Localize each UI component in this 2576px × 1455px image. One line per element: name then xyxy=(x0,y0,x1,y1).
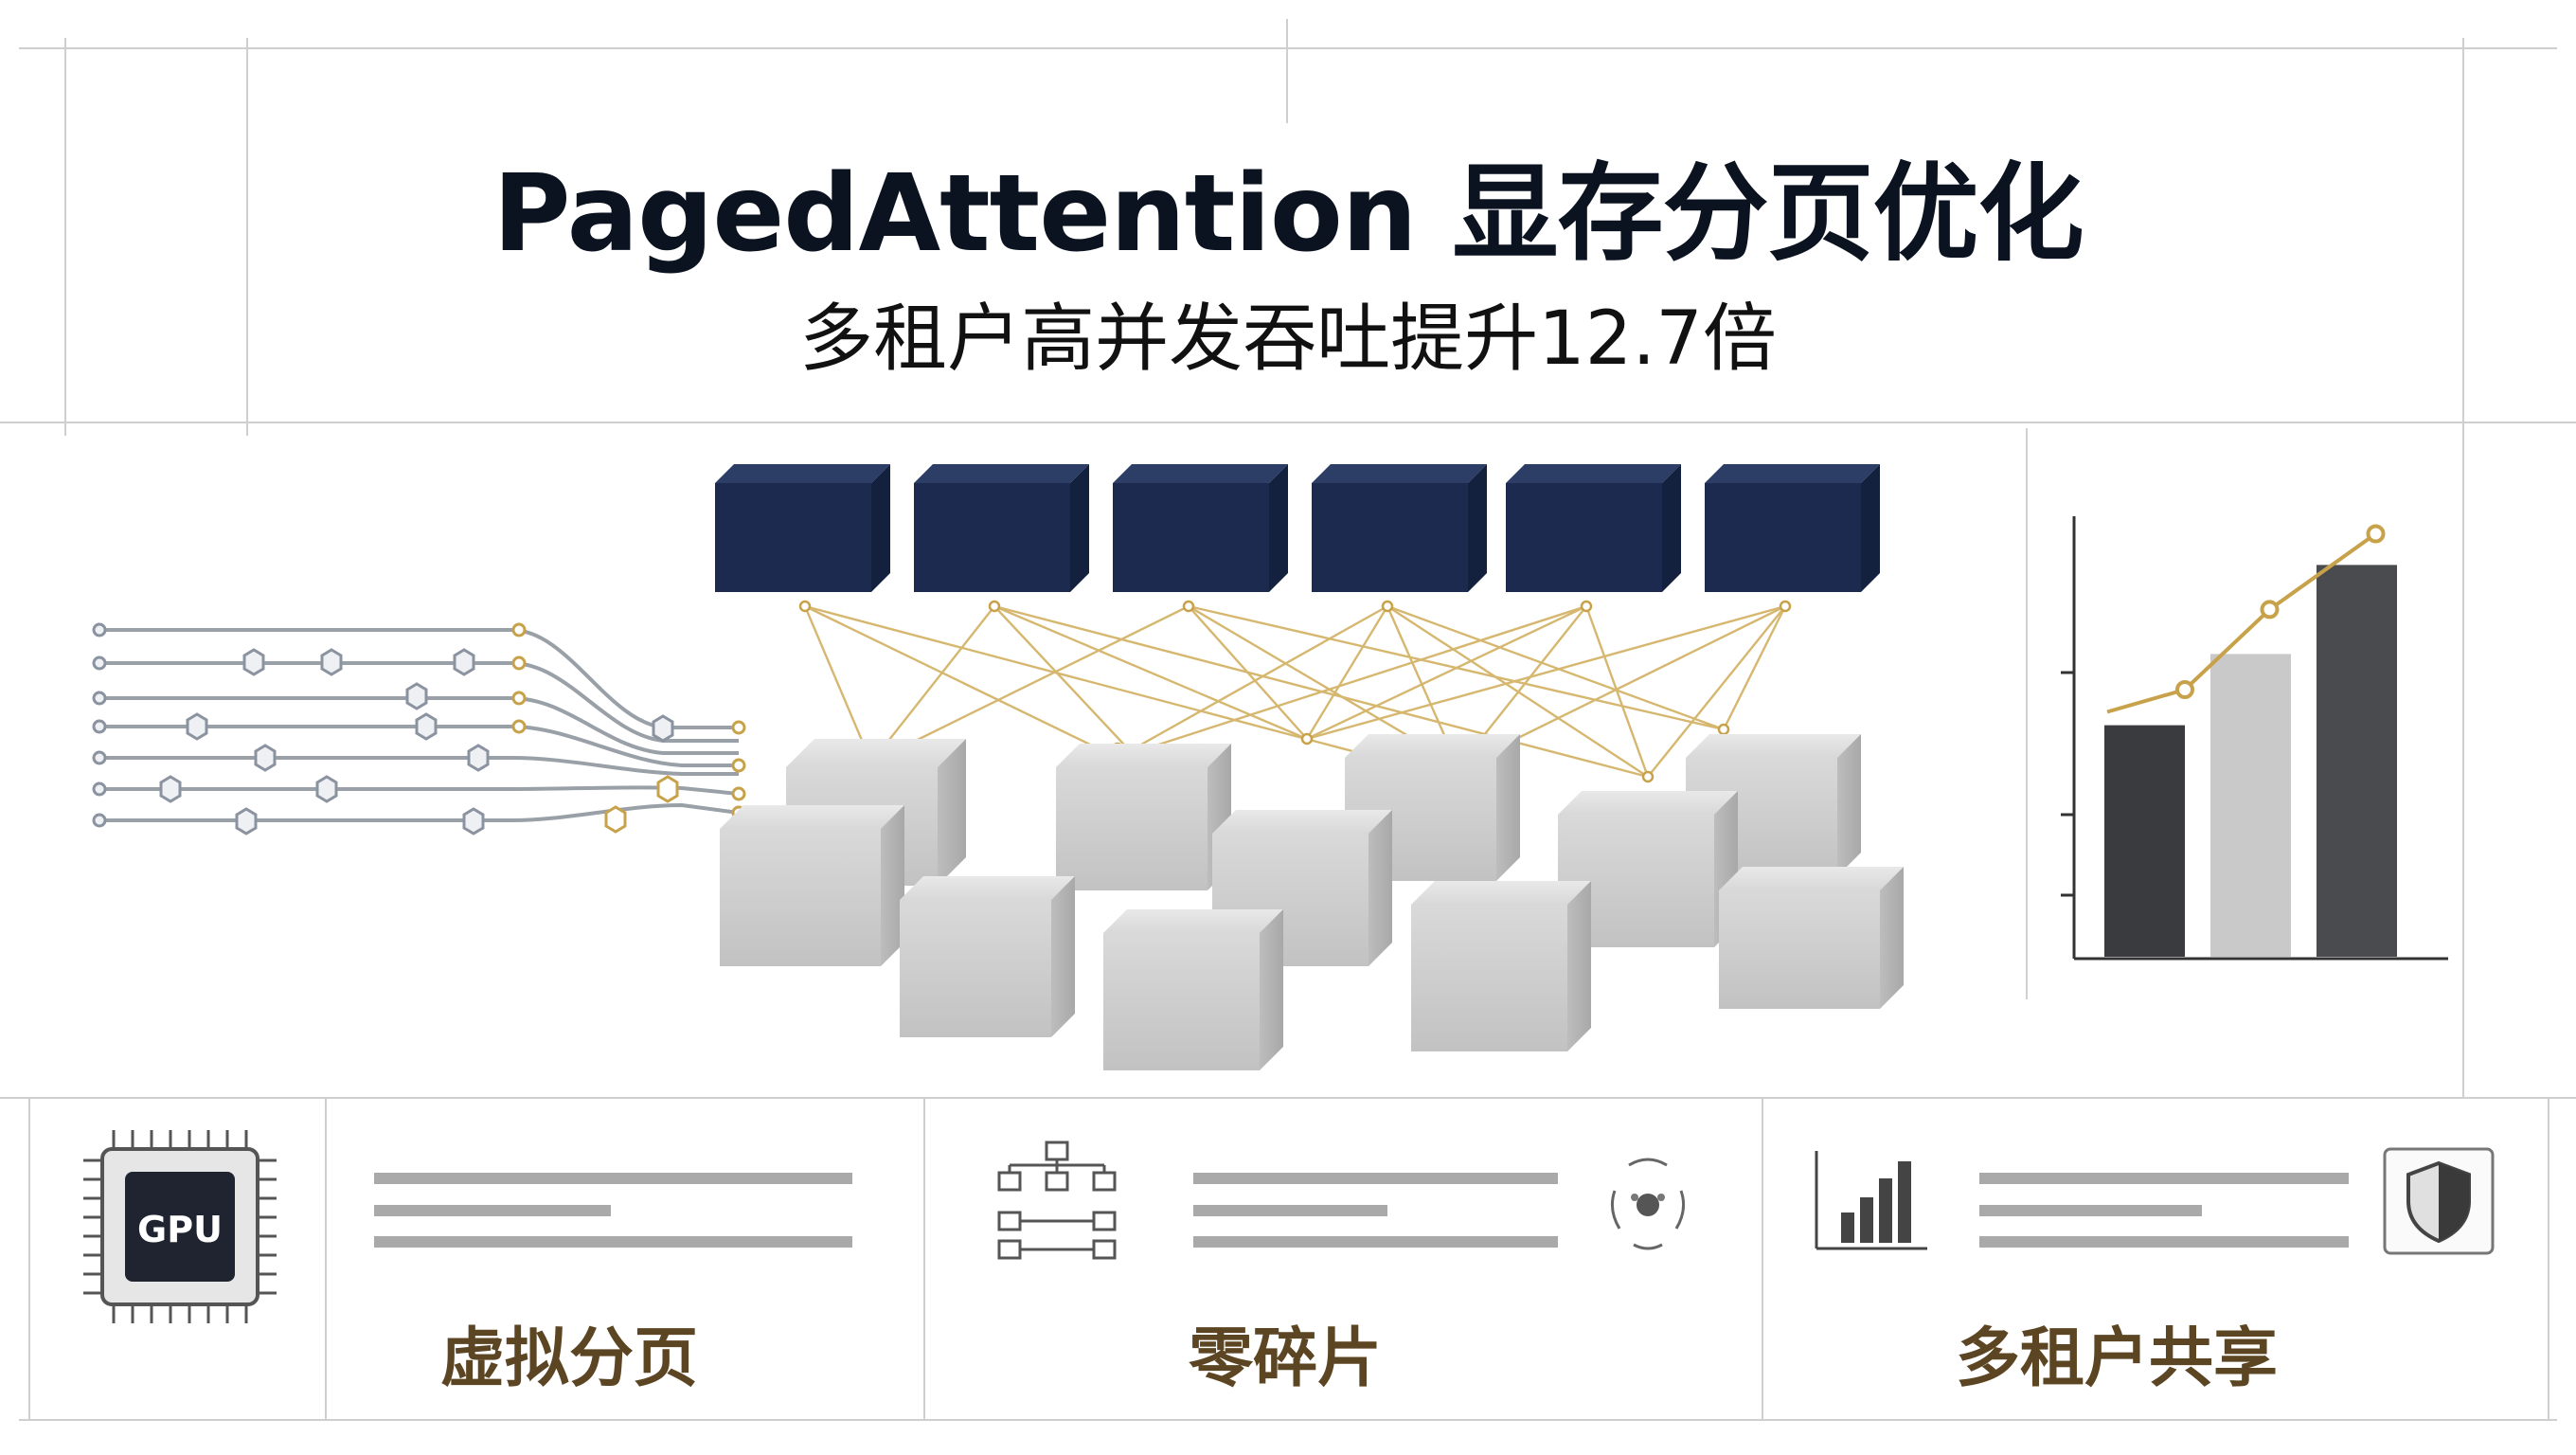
frame-top-mid xyxy=(1286,19,1288,123)
navy-blocks xyxy=(715,464,1880,592)
paging-diagram xyxy=(92,428,2448,1070)
panel-top-border xyxy=(0,1097,2576,1099)
chart-bar xyxy=(2210,654,2291,957)
chart-trend-point xyxy=(2260,600,2280,620)
gray-block xyxy=(1558,791,1738,947)
frame-top xyxy=(19,47,2557,49)
panel-left-border xyxy=(28,1097,30,1421)
gpu-label: GPU xyxy=(137,1209,223,1250)
text-placeholder-bar xyxy=(1193,1173,1558,1184)
shield-icon xyxy=(2383,1147,2495,1255)
chart-trend-point xyxy=(2366,524,2386,544)
chart-trend-point xyxy=(2175,680,2194,699)
gray-block xyxy=(720,805,904,966)
navy-block xyxy=(1506,464,1681,592)
panel-bottom-border xyxy=(19,1419,2557,1421)
text-placeholder-bar xyxy=(1979,1236,2349,1248)
panel-label-multi-tenant: 多租户共享 xyxy=(1956,1321,2279,1396)
gray-blocks xyxy=(720,734,1904,1070)
panel-right-border xyxy=(2548,1097,2549,1421)
text-placeholder-bar xyxy=(1979,1173,2349,1184)
chart-bar xyxy=(2104,725,2185,957)
text-placeholder-bar xyxy=(374,1173,852,1184)
gpu-chip-icon: GPU xyxy=(83,1130,277,1323)
gray-block xyxy=(1411,881,1591,1051)
panel-divider xyxy=(923,1097,925,1421)
text-placeholder-bar xyxy=(374,1236,852,1248)
gray-block xyxy=(900,876,1075,1037)
frame-right xyxy=(2462,38,2464,1099)
text-placeholder-bar xyxy=(1193,1236,1558,1248)
text-placeholder-bar xyxy=(1979,1205,2202,1216)
recycle-icon xyxy=(1610,1158,1686,1250)
throughput-chart xyxy=(2061,516,2448,961)
block-tree-icon xyxy=(997,1141,1117,1260)
frame-mid xyxy=(0,422,2576,423)
gray-block xyxy=(1719,867,1904,1009)
page-subtitle: 多租户高并发吞吐提升12.7倍 xyxy=(799,296,1777,382)
frame-left-2 xyxy=(246,38,248,436)
chart-bar xyxy=(2317,565,2397,957)
panel-divider xyxy=(325,1097,327,1421)
frame-left xyxy=(64,38,66,436)
navy-block xyxy=(1312,464,1487,592)
navy-block xyxy=(1113,464,1288,592)
chart-trend-line xyxy=(2106,531,2377,714)
text-placeholder-bar xyxy=(374,1205,611,1216)
input-line-nodes xyxy=(92,622,674,835)
page-title: PagedAttention 显存分页优化 xyxy=(492,153,2084,276)
panel-label-virtual-paging: 虚拟分页 xyxy=(440,1321,699,1396)
navy-block xyxy=(715,464,890,592)
panel-divider xyxy=(1762,1097,1763,1421)
navy-block xyxy=(1705,464,1880,592)
gray-block xyxy=(1056,744,1231,890)
bar-chart-icon xyxy=(1815,1151,1927,1250)
panel-label-zero-fragmentation: 零碎片 xyxy=(1189,1321,1383,1396)
gray-block xyxy=(1103,909,1283,1070)
mapping-lines xyxy=(803,604,1787,779)
text-placeholder-bar xyxy=(1193,1205,1387,1216)
navy-block xyxy=(914,464,1089,592)
